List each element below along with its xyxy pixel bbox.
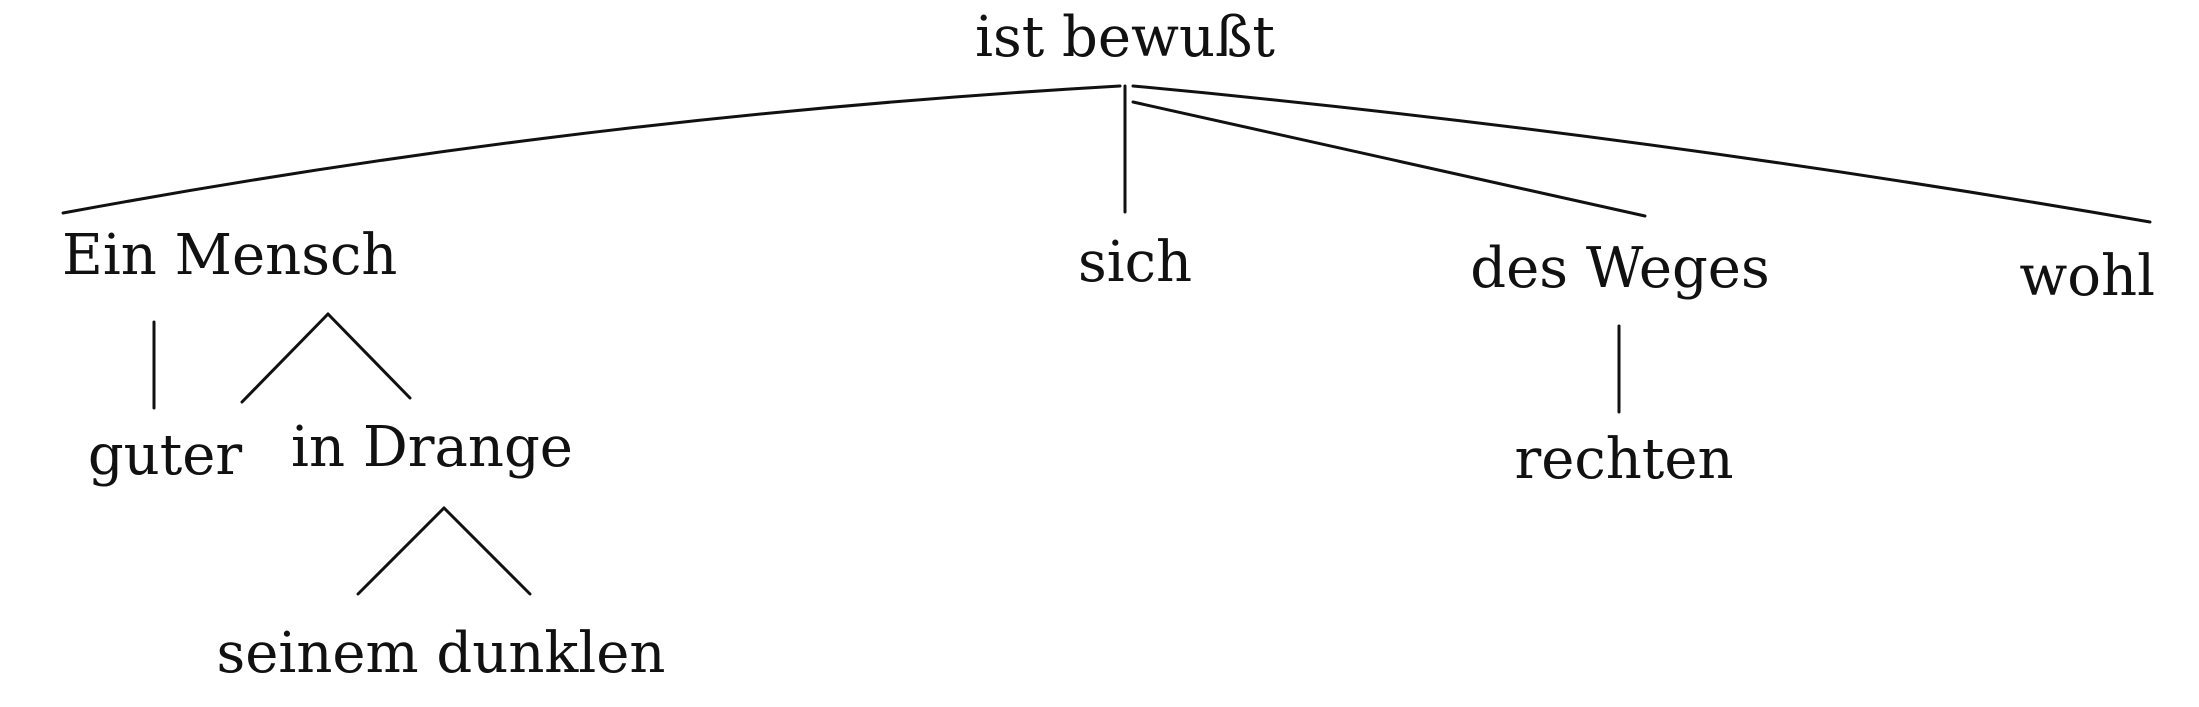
node-wohl: wohl xyxy=(2019,244,2155,309)
edge-ein-mensch-in-drange-right xyxy=(326,312,412,400)
edge-root-des-weges xyxy=(1131,100,1647,218)
node-ein-mensch: Ein Mensch xyxy=(62,223,397,288)
edge-in-drange-seinem-right xyxy=(442,506,532,596)
edge-in-drange-seinem-left xyxy=(356,506,446,596)
node-des-weges: des Weges xyxy=(1470,236,1769,301)
edge-ein-mensch-in-drange-left xyxy=(240,312,330,404)
node-in-drange: in Drange xyxy=(291,415,573,480)
node-rechten: rechten xyxy=(1514,427,1733,492)
node-sich: sich xyxy=(1078,230,1192,295)
node-guter: guter xyxy=(88,423,243,488)
edge-root-ein-mensch xyxy=(61,84,1122,215)
node-seinem-dunklen: seinem dunklen xyxy=(217,621,666,686)
node-root: ist bewußt xyxy=(975,5,1275,70)
edge-root-wohl xyxy=(1131,84,2152,224)
